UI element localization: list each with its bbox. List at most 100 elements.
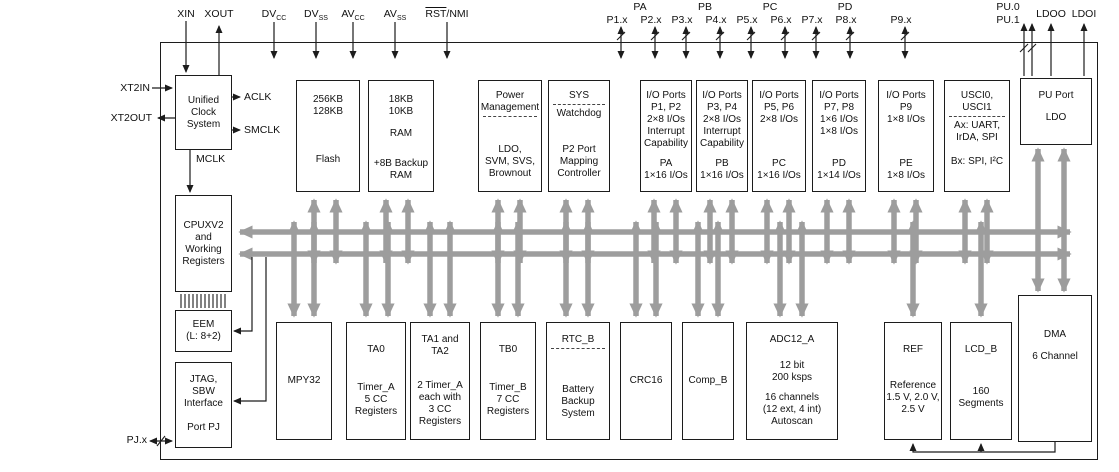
chip-boundary bbox=[160, 42, 1098, 460]
line: +8B Backup bbox=[373, 158, 429, 169]
line: P9 bbox=[899, 102, 913, 113]
pin-p8x: P8.x bbox=[835, 14, 857, 26]
pin-p6x: P6.x bbox=[770, 14, 792, 26]
line: System bbox=[186, 118, 221, 130]
pin-pjx: PJ.x bbox=[126, 434, 147, 446]
pin-pu1: PU.1 bbox=[996, 14, 1020, 26]
divider bbox=[483, 116, 537, 117]
line: PD bbox=[832, 158, 846, 169]
port-group-pa: PA bbox=[633, 1, 647, 13]
ref-title: REF bbox=[903, 344, 923, 355]
pin-ldoo: LDOO bbox=[1036, 8, 1066, 20]
mpy-title: MPY32 bbox=[287, 375, 321, 386]
pin-pu0: PU.0 bbox=[996, 1, 1020, 13]
mpy32-block: MPY32 bbox=[276, 322, 332, 440]
pin-p3x: P3.x bbox=[671, 14, 693, 26]
port56-title: I/O Ports bbox=[759, 90, 799, 101]
line: 1×16 I/Os bbox=[700, 170, 744, 181]
data-bus bbox=[238, 147, 1072, 318]
line: 16 channels bbox=[765, 392, 819, 403]
jtag-block: JTAG, SBW Interface Port PJ bbox=[175, 362, 232, 448]
line: P7, P8 bbox=[823, 102, 855, 113]
line: Clock bbox=[190, 106, 216, 118]
line: Segments bbox=[958, 398, 1004, 409]
eem-block: EEM (L: 8+2) bbox=[175, 310, 232, 352]
clock-wires bbox=[186, 93, 241, 193]
line: 1×16 I/Os bbox=[644, 170, 688, 181]
line: 5 CC bbox=[364, 394, 388, 405]
bus-width-slashes bbox=[156, 31, 1037, 447]
dma-title: DMA bbox=[1043, 329, 1067, 340]
pin-xin: XIN bbox=[177, 8, 195, 20]
port-pj-label: Port PJ bbox=[187, 422, 220, 433]
line: 2.5 V bbox=[901, 404, 925, 415]
signal-mclk: MCLK bbox=[196, 153, 226, 165]
line: Controller bbox=[557, 168, 601, 179]
pin-xt2out: XT2OUT bbox=[110, 112, 152, 124]
pin-p9x: P9.x bbox=[890, 14, 912, 26]
line: P3, P4 bbox=[706, 102, 738, 113]
line: SBW bbox=[192, 386, 215, 397]
port34-title: I/O Ports bbox=[702, 90, 742, 101]
line: Registers bbox=[354, 406, 398, 417]
comp-title: Comp_B bbox=[688, 375, 728, 386]
dma-block: DMA 6 Channel bbox=[1018, 295, 1092, 442]
line: each with bbox=[418, 392, 462, 403]
line: SVM, SVS, bbox=[484, 156, 535, 167]
io-port78-block: I/O Ports P7, P8 1×6 I/Os 1×8 I/Os PD 1×… bbox=[812, 80, 866, 192]
port-group-pd: PD bbox=[837, 1, 853, 13]
cpu-block: CPUXV2 and Working Registers bbox=[175, 195, 232, 292]
line: Registers bbox=[418, 416, 462, 427]
flash-block: 256KB 128KB Flash bbox=[296, 80, 360, 192]
line: P1, P2 bbox=[650, 102, 682, 113]
divider bbox=[551, 348, 605, 349]
port-group-pc: PC bbox=[762, 1, 778, 13]
line: 2 Timer_A bbox=[417, 380, 463, 391]
line: PE bbox=[899, 158, 913, 169]
line: (12 ext, 4 int) bbox=[762, 404, 822, 415]
line: Battery bbox=[562, 384, 594, 395]
line: 3 CC bbox=[428, 404, 452, 415]
line: Management bbox=[480, 102, 540, 113]
usci-block: USCI0, USCI1 Ax: UART, IrDA, SPI Bx: SPI… bbox=[944, 80, 1010, 192]
line: Backup bbox=[561, 396, 595, 407]
adc12-block: ADC12_A 12 bit 200 ksps 16 channels (12 … bbox=[746, 322, 838, 440]
lcd-title: LCD_B bbox=[964, 344, 998, 355]
debug-wires bbox=[233, 257, 267, 405]
tb0-title: TB0 bbox=[498, 344, 518, 355]
adc-title: ADC12_A bbox=[769, 334, 815, 345]
divider bbox=[949, 116, 1005, 117]
line: PB bbox=[715, 158, 729, 169]
line: 1×8 I/Os bbox=[819, 126, 859, 137]
usci-title: USCI0, bbox=[960, 90, 994, 101]
rtc-title: RTC_B bbox=[561, 334, 595, 345]
ta0-title: TA0 bbox=[367, 344, 385, 355]
line: 2×8 I/Os bbox=[646, 114, 686, 125]
line: P2 Port bbox=[562, 144, 596, 155]
line: 200 ksps bbox=[771, 372, 813, 383]
pin-xt2in: XT2IN bbox=[120, 82, 150, 94]
line: 1×8 I/Os bbox=[886, 170, 926, 181]
line: Registers bbox=[182, 255, 225, 267]
pin-ldoi: LDOI bbox=[1071, 8, 1097, 20]
port9-title: I/O Ports bbox=[886, 90, 926, 101]
ta0-block: TA0 Timer_A 5 CC Registers bbox=[346, 322, 406, 440]
line: Timer_A bbox=[357, 382, 395, 393]
line: (L: 8+2) bbox=[186, 331, 221, 342]
analog-wires bbox=[909, 441, 1056, 453]
line: 2×8 I/Os bbox=[759, 114, 799, 125]
line: P5, P6 bbox=[763, 102, 795, 113]
line: 18KB bbox=[388, 94, 414, 105]
line: 1×14 I/Os bbox=[817, 170, 861, 181]
line: Interrupt bbox=[703, 126, 741, 137]
io-port34-block: I/O Ports P3, P4 2×8 I/Os Interrupt Capa… bbox=[696, 80, 748, 192]
line: RAM bbox=[389, 170, 413, 181]
pin-p2x: P2.x bbox=[640, 14, 662, 26]
line: Brownout bbox=[488, 168, 532, 179]
line: PC bbox=[772, 158, 786, 169]
clock-title: Unified bbox=[187, 94, 220, 106]
line: 7 CC bbox=[496, 394, 520, 405]
port12-title: I/O Ports bbox=[646, 90, 686, 101]
